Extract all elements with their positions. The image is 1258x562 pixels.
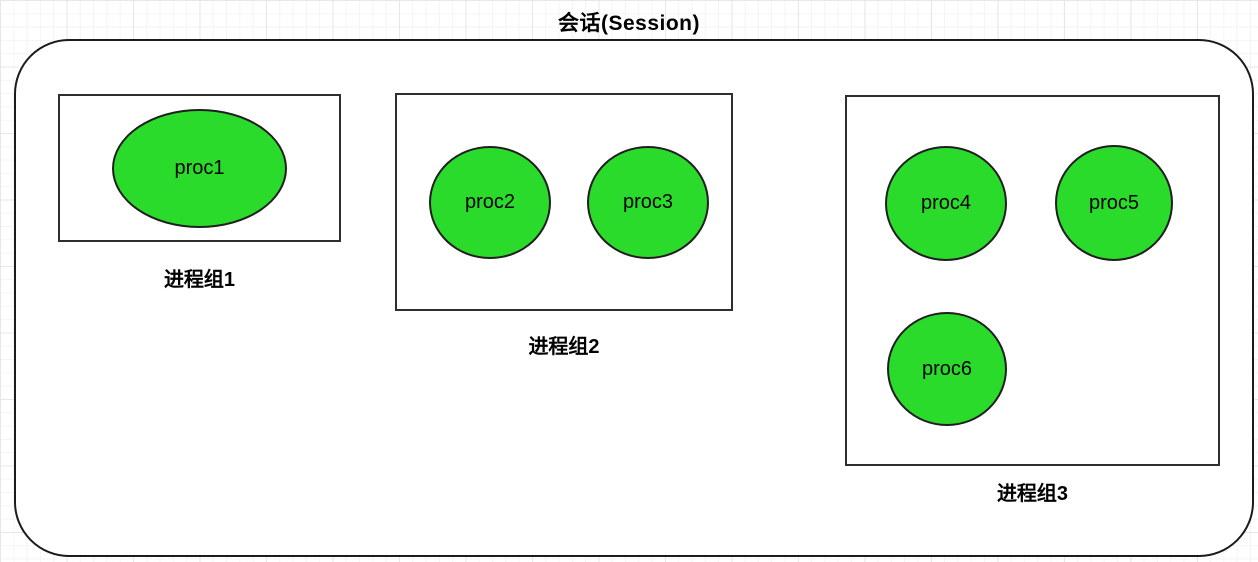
process-group-1-label: 进程组1 — [163, 269, 236, 291]
process-group-3-box — [845, 95, 1220, 466]
process-proc3: proc3 — [587, 146, 709, 259]
process-group-2-label: 进程组2 — [528, 336, 600, 358]
process-proc5: proc5 — [1055, 145, 1173, 261]
process-group-3-label: 进程组3 — [996, 483, 1069, 505]
process-proc6: proc6 — [887, 312, 1007, 426]
session-title: 会话(Session) — [557, 12, 701, 35]
process-proc4: proc4 — [885, 146, 1007, 261]
process-proc1: proc1 — [112, 109, 287, 228]
process-proc2: proc2 — [429, 146, 551, 259]
